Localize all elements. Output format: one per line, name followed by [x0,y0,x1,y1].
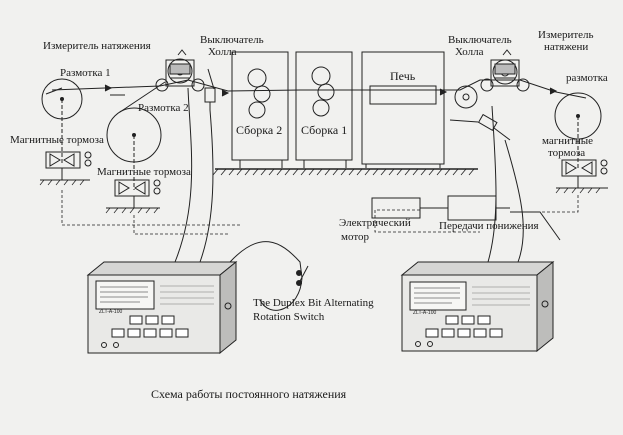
magnetic-brake-left-1 [39,151,92,186]
tension-meter-right [480,49,530,92]
assembly-1-label: Сборка 1 [301,123,348,137]
hall-switch-right-label-2: Холла [455,46,484,58]
controller-right [400,260,555,353]
magnetic-right-label-2: тормоза [548,147,586,159]
tension-meter-right-label-1: Измеритель [538,29,594,41]
hall-switch-right [449,113,511,141]
magnetic-brake-left-2 [105,179,161,214]
unwind-2-label: Размотка 2 [138,102,189,114]
electric-motor-label-1: Электрический [339,217,411,229]
furnace-label: Печь [390,69,416,83]
electric-motor [371,197,421,219]
right-pulley [454,85,478,109]
tension-meter-left-label: Измеритель натяжения [43,40,151,52]
hall-switch-left [204,68,216,110]
duplex-switch [296,265,309,286]
assembly-2-machine [231,51,289,168]
tension-meter-left [155,49,205,92]
furnace-machine [361,51,445,168]
reduction-gears [420,195,510,221]
magnetic-brake-right [555,159,608,194]
unwind-spool-2 [106,107,162,190]
unwind-1-label: Размотка 1 [60,67,111,79]
duplex-switch-label-2: Rotation Switch [253,311,325,323]
controller-left [86,260,238,355]
magnetic-right-label-1: магнитные [542,135,594,147]
magnetic-brakes-left-2-label: Магнитные тормоза [97,166,191,178]
electric-motor-label-2: мотор [341,231,369,243]
magnetic-brakes-left-1-label: Магнитные тормоза [10,134,104,146]
wire-path [45,79,587,113]
rewind-spool [554,92,602,170]
controller-left-model: ZLT-A-100 [99,309,123,315]
hall-switch-right-label-1: Выключатель [448,34,512,46]
hall-switch-left-label-2: Холла [208,46,237,58]
assembly-2-label: Сборка 2 [236,123,283,137]
reduction-gears-label: Передачи понижения [439,220,539,232]
controller-right-model: ZLT-A-100 [413,310,437,316]
floor-line [212,168,478,176]
signal-wires [174,87,561,311]
duplex-switch-label-1: The Duplex Bit Alternating [253,297,374,309]
tension-meter-right-label-2: натяжени [544,41,589,53]
unwind-spool-1 [41,78,83,165]
assembly-1-machine [295,51,353,168]
hall-switch-left-label-1: Выключатель [200,34,264,46]
diagram-caption: Схема работы постоянного натяжения [151,387,347,401]
unwind-right-label: размотка [566,72,608,84]
